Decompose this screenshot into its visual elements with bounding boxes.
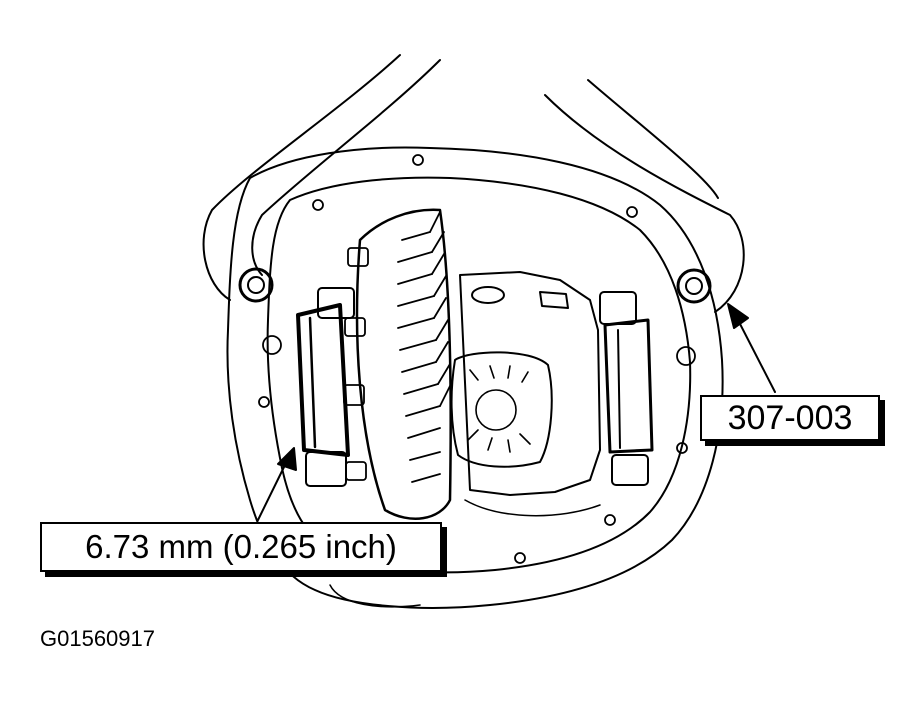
differential-window xyxy=(450,351,553,468)
spreader-arm-left-outer xyxy=(202,54,401,301)
right-bearing-cap xyxy=(603,318,654,454)
flange-bolt-holes xyxy=(258,154,696,564)
measurement-callout: 6.73 mm (0.265 inch) xyxy=(40,522,442,572)
measurement-leader-arrowhead xyxy=(277,447,297,471)
tool-bolt-left xyxy=(238,267,274,303)
housing-flange-outline xyxy=(226,146,724,609)
tool-number-callout: 307-003 xyxy=(700,395,880,441)
left-bearing-cap xyxy=(296,303,350,457)
spreader-arm-right-inner xyxy=(587,79,719,199)
housing-flange-inner xyxy=(266,176,692,574)
differential-case xyxy=(459,271,601,496)
figure-id-label: G01560917 xyxy=(40,626,155,651)
ring-gear-teeth xyxy=(397,211,451,483)
tool-leader-arrowhead xyxy=(727,303,749,329)
tool-leader-line xyxy=(737,319,776,393)
spreader-arm-right-outer xyxy=(544,94,745,313)
tool-bolt-right xyxy=(676,268,712,304)
ring-gear-body xyxy=(355,208,452,520)
measurement-leader-line xyxy=(257,464,286,521)
pinion-gear-teeth xyxy=(467,365,531,453)
spreader-arm-left-inner xyxy=(251,59,441,276)
ring-gear-bolts xyxy=(343,247,369,481)
